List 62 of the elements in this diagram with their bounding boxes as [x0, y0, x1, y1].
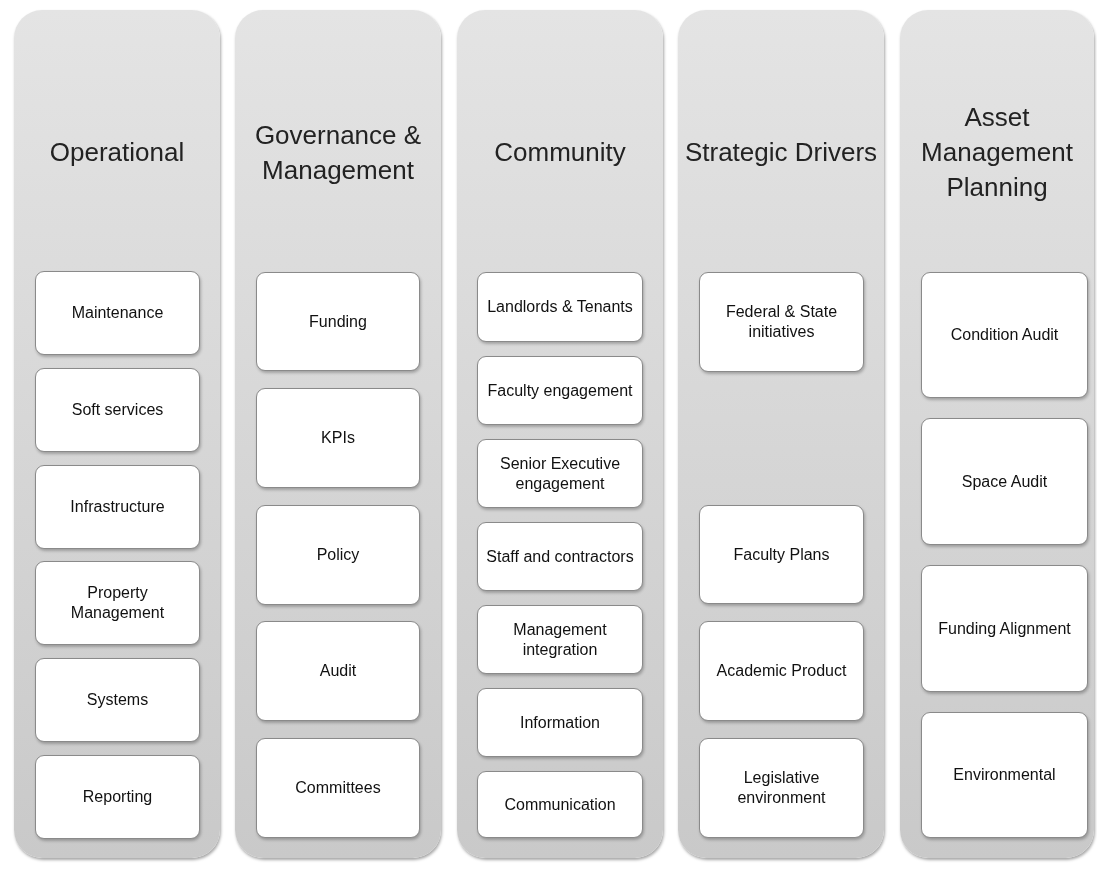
item-label: Systems	[86, 690, 149, 710]
column-panel	[457, 10, 663, 858]
item-label: Staff and contractors	[486, 546, 634, 567]
item-label: Space Audit	[961, 471, 1048, 492]
item-card	[921, 418, 1088, 545]
item-label: Reporting	[82, 787, 153, 807]
item-card	[477, 522, 643, 591]
column-heading: Governance & Management	[253, 118, 423, 187]
item-card	[699, 505, 864, 604]
column-panel	[235, 10, 441, 858]
item-card	[699, 272, 864, 372]
item-label: Faculty Plans	[733, 544, 830, 565]
item-label: Soft services	[71, 400, 164, 420]
item-label: Information	[519, 712, 600, 733]
item-label: Infrastructure	[70, 497, 165, 517]
column-heading: Asset Management Planning	[920, 101, 1074, 204]
item-label: Federal & State initiatives	[724, 302, 839, 342]
item-card	[921, 565, 1088, 692]
item-card	[477, 771, 643, 838]
item-card	[256, 272, 420, 371]
item-card	[477, 356, 643, 425]
item-card	[477, 439, 643, 508]
column-heading: Strategic Drivers	[684, 136, 878, 169]
column-heading: Community	[494, 136, 626, 169]
item-label: KPIs	[321, 428, 355, 448]
item-card	[477, 605, 643, 674]
item-label: Landlords & Tenants	[487, 297, 633, 317]
item-label: Funding	[309, 311, 367, 332]
item-label: Legislative environment	[736, 768, 827, 808]
item-card	[921, 712, 1088, 838]
item-label: Faculty engagement	[487, 380, 633, 401]
item-label: Property Management	[69, 583, 166, 623]
item-label: Environmental	[953, 765, 1056, 785]
item-card	[256, 621, 420, 721]
column-panel	[900, 10, 1094, 858]
item-label: Maintenance	[71, 303, 164, 323]
item-card	[921, 272, 1088, 398]
item-label: Communication	[504, 794, 616, 815]
item-label: Policy	[316, 545, 360, 565]
item-card	[477, 272, 643, 342]
item-card	[256, 505, 420, 605]
item-card	[35, 755, 200, 839]
item-label: Committees	[295, 778, 381, 798]
item-card	[477, 688, 643, 757]
item-card	[256, 388, 420, 488]
item-card	[35, 368, 200, 452]
item-card	[699, 738, 864, 838]
item-card	[35, 658, 200, 742]
item-card	[256, 738, 420, 838]
column-panel	[678, 10, 884, 858]
item-label: Funding Alignment	[938, 618, 1071, 639]
column-panel	[14, 10, 220, 858]
item-label: Management integration	[512, 619, 608, 660]
item-label: Academic Product	[716, 661, 847, 681]
item-label: Senior Executive engagement	[498, 453, 622, 494]
item-label: Condition Audit	[950, 325, 1059, 345]
item-card	[35, 465, 200, 549]
item-card	[35, 271, 200, 355]
item-label: Audit	[319, 661, 357, 681]
item-card	[35, 561, 200, 645]
column-heading: Operational	[49, 136, 185, 169]
item-card	[699, 621, 864, 721]
